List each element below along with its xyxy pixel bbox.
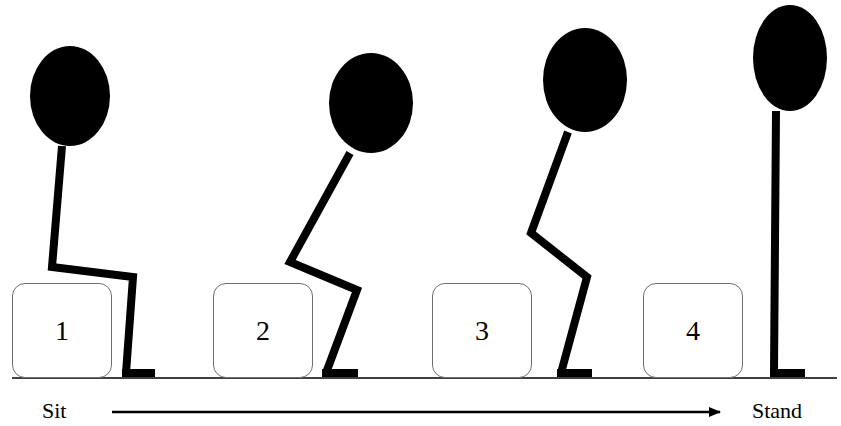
step-box: 4	[643, 283, 743, 378]
figure-foot	[557, 369, 592, 377]
step-box: 3	[432, 283, 532, 378]
step-box: 1	[12, 283, 112, 378]
step-box: 2	[213, 283, 313, 378]
step-number: 2	[256, 315, 270, 347]
figure-head	[30, 46, 110, 146]
figure-body	[774, 111, 776, 373]
figure-head	[329, 53, 413, 153]
step-number: 4	[686, 315, 700, 347]
figure-head	[753, 5, 827, 111]
step-number: 3	[475, 315, 489, 347]
figure-foot	[322, 369, 358, 377]
step-number: 1	[55, 315, 69, 347]
phase-label: Sit	[42, 398, 66, 424]
progress-arrow	[112, 411, 720, 414]
phase-label: Stand	[752, 398, 802, 424]
figure-body	[531, 132, 587, 373]
figure-foot	[770, 369, 805, 377]
figure-head	[543, 28, 627, 132]
figure-foot	[122, 369, 155, 377]
stick-figures	[52, 111, 805, 373]
